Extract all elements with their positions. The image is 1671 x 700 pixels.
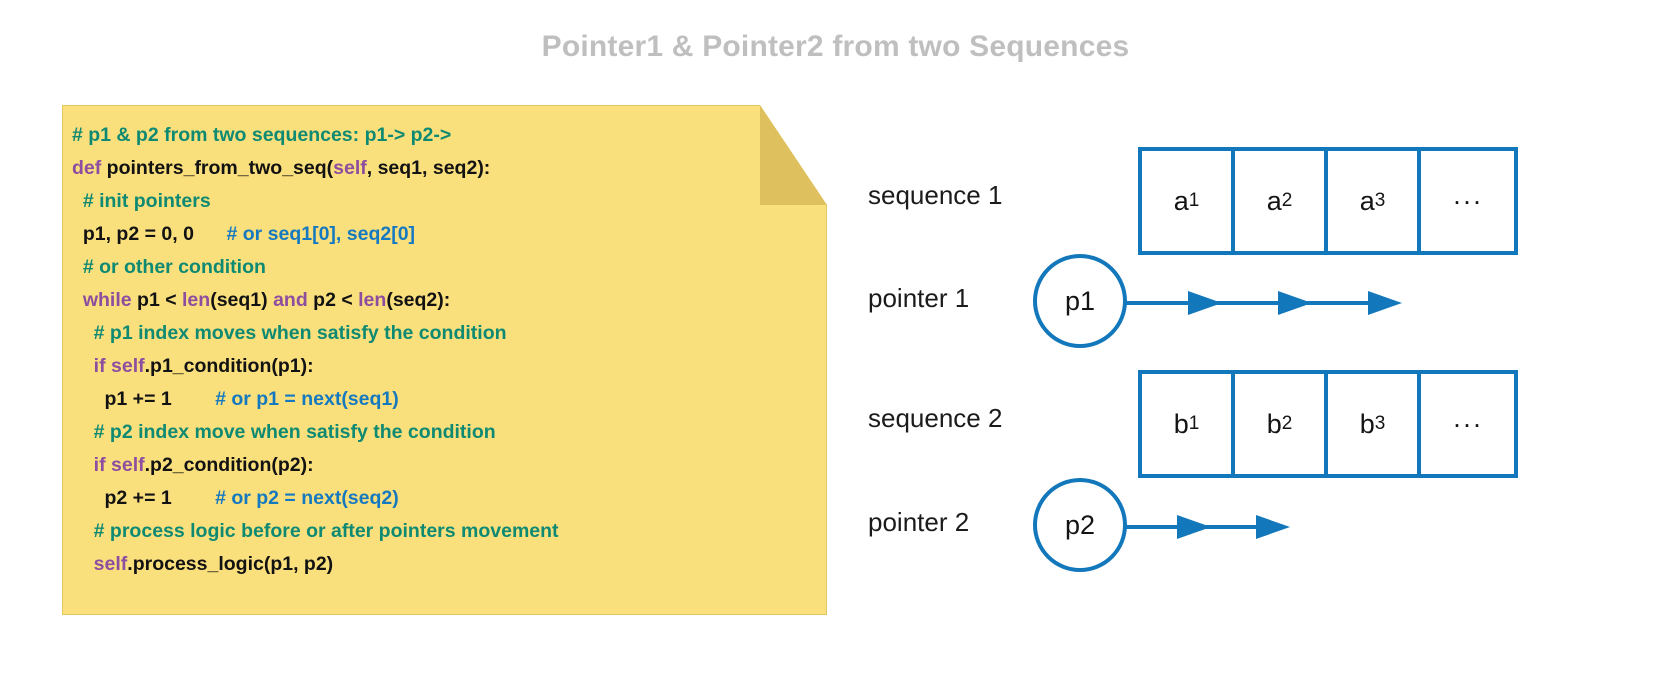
code-token: .p2_condition(p2): xyxy=(144,454,314,476)
code-token: # or p1 = next(seq1) xyxy=(215,388,399,410)
code-token: def xyxy=(72,157,107,179)
pointer-1-arrow xyxy=(1126,291,1402,315)
code-line: self.process_logic(p1, p2) xyxy=(72,548,827,581)
pointer-2-node[interactable]: p2 xyxy=(1033,478,1127,572)
code-token: # p1 index moves when satisfy the condit… xyxy=(72,322,507,344)
code-token: self xyxy=(333,157,367,179)
code-token: p1 += 1 xyxy=(72,388,216,410)
code-token: len xyxy=(358,289,387,311)
arrow-head-icon xyxy=(1368,291,1402,315)
code-line: if self.p2_condition(p2): xyxy=(72,449,827,482)
cell-base: a xyxy=(1359,185,1375,216)
code-token: .p1_condition(p1): xyxy=(144,355,314,377)
code-token xyxy=(72,355,94,377)
code-line: while p1 < len(seq1) and p2 < len(seq2): xyxy=(72,284,827,317)
code-line: # p1 index moves when satisfy the condit… xyxy=(72,317,827,350)
sequence-1-label: sequence 1 xyxy=(868,180,1003,210)
code-block: # p1 & p2 from two sequences: p1-> p2-> d… xyxy=(72,119,827,581)
code-token: (seq2): xyxy=(386,289,451,311)
code-token: # or other condition xyxy=(72,256,266,278)
code-line: def pointers_from_two_seq(self, seq1, se… xyxy=(72,152,827,185)
code-token: # p1 & p2 from two sequences: p1-> p2-> xyxy=(72,124,452,146)
code-token: if self xyxy=(93,355,145,377)
sequence-2-label: sequence 2 xyxy=(868,403,1003,433)
cell-base: a xyxy=(1173,185,1189,216)
cell-base: b xyxy=(1173,408,1189,439)
code-token: # or p2 = next(seq2) xyxy=(215,487,399,509)
code-token: and xyxy=(273,289,314,311)
cell-subscript: 2 xyxy=(1281,190,1293,211)
code-token xyxy=(72,289,83,311)
pointer-2-arrow xyxy=(1126,515,1290,539)
code-token: # process logic before or after pointers… xyxy=(72,520,559,542)
code-token xyxy=(72,454,94,476)
sequence-cell: ··· xyxy=(1421,151,1514,251)
code-token: len xyxy=(182,289,211,311)
cell-subscript: 1 xyxy=(1188,190,1200,211)
code-token: # or seq1[0], seq2[0] xyxy=(226,223,416,245)
cell-subscript: 3 xyxy=(1374,190,1386,211)
cell-subscript: 1 xyxy=(1188,413,1200,434)
code-line: if self.p1_condition(p1): xyxy=(72,350,827,383)
arrow-head-icon xyxy=(1256,515,1290,539)
code-line: # or other condition xyxy=(72,251,827,284)
code-line: # p1 & p2 from two sequences: p1-> p2-> xyxy=(72,119,827,152)
code-token: .process_logic(p1, p2) xyxy=(127,553,334,575)
code-token: p1 < xyxy=(137,289,183,311)
cell-ellipsis: ··· xyxy=(1452,185,1483,216)
cell-subscript: 3 xyxy=(1374,413,1386,434)
cell-ellipsis: ··· xyxy=(1452,408,1483,439)
pointer-1-node[interactable]: p1 xyxy=(1033,254,1127,348)
code-token: pointers_from_two_seq( xyxy=(106,157,334,179)
sequence-cell: ··· xyxy=(1421,374,1514,474)
pointer-1-label: pointer 1 xyxy=(868,283,970,313)
code-token: p1, p2 = 0, 0 xyxy=(72,223,227,245)
code-line: # process logic before or after pointers… xyxy=(72,515,827,548)
cell-base: a xyxy=(1266,185,1282,216)
cell-subscript: 2 xyxy=(1281,413,1293,434)
code-token: p2 < xyxy=(313,289,359,311)
cell-base: b xyxy=(1359,408,1375,439)
cell-base: b xyxy=(1266,408,1282,439)
code-token: if self xyxy=(93,454,145,476)
pointer-2-label: pointer 2 xyxy=(868,507,970,537)
page-title: Pointer1 & Pointer2 from two Sequences xyxy=(541,30,1130,63)
code-sticky-note: # p1 & p2 from two sequences: p1-> p2-> d… xyxy=(62,105,827,615)
code-token: self xyxy=(93,553,128,575)
code-line: p1 += 1 # or p1 = next(seq1) xyxy=(72,383,827,416)
code-line: p1, p2 = 0, 0 # or seq1[0], seq2[0] xyxy=(72,218,827,251)
arrow-head-icon xyxy=(1278,291,1312,315)
code-token: # p2 index move when satisfy the conditi… xyxy=(72,421,496,443)
code-token: (seq1) xyxy=(210,289,274,311)
code-line: # p2 index move when satisfy the conditi… xyxy=(72,416,827,449)
code-token: # init pointers xyxy=(72,190,211,212)
arrow-head-icon xyxy=(1188,291,1222,315)
sticky-note-body xyxy=(62,105,827,615)
code-token xyxy=(72,553,94,575)
code-line: # init pointers xyxy=(72,185,827,218)
code-token: , seq1, seq2): xyxy=(366,157,491,179)
arrow-head-icon xyxy=(1177,515,1211,539)
code-line: p2 += 1 # or p2 = next(seq2) xyxy=(72,482,827,515)
code-token: p2 += 1 xyxy=(72,487,216,509)
code-token: while xyxy=(82,289,138,311)
